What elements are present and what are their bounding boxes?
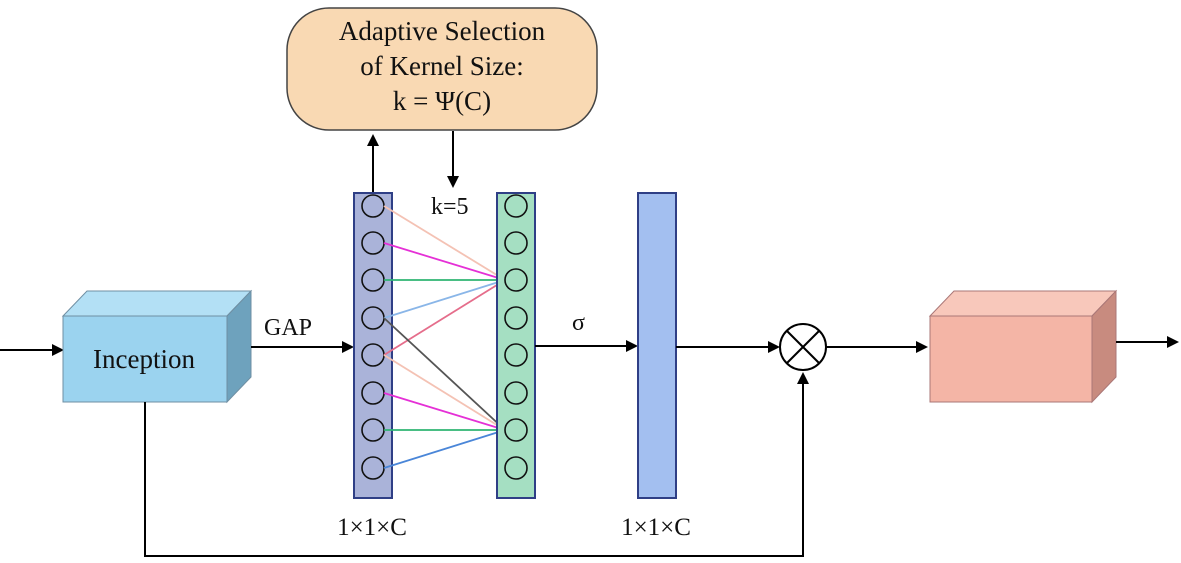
adaptive-selection-box: Adaptive Selection of Kernel Size: k = Ψ… bbox=[286, 7, 598, 131]
sigmoid-weight-bar bbox=[637, 192, 677, 499]
conv-connections bbox=[383, 205, 506, 469]
conv-connection-line bbox=[383, 392, 506, 431]
output-top-face bbox=[928, 290, 1118, 317]
conv-vector-column bbox=[496, 192, 536, 499]
conv-connection-line bbox=[383, 205, 506, 281]
gap-vector-column bbox=[353, 192, 393, 499]
output-block bbox=[928, 289, 1118, 404]
gap-label: GAP bbox=[264, 315, 312, 341]
inception-front-face bbox=[62, 315, 228, 403]
conv-connection-line bbox=[383, 317, 506, 431]
inception-label: Inception bbox=[93, 344, 195, 374]
dims-label-right: 1×1×C bbox=[621, 514, 691, 541]
conv-node bbox=[504, 306, 528, 330]
selection-line-3: k = Ψ(C) bbox=[393, 86, 491, 116]
output-front-face bbox=[929, 315, 1093, 403]
selection-line-2: of Kernel Size: bbox=[360, 51, 523, 81]
gap-vector-nodes bbox=[361, 194, 385, 480]
conv-node bbox=[504, 231, 528, 255]
conv-connection-line bbox=[383, 242, 506, 281]
conv-connection-line bbox=[383, 279, 506, 319]
conv-node bbox=[504, 456, 528, 480]
selection-line-1: Adaptive Selection bbox=[339, 16, 546, 46]
kernel-size-label: k=5 bbox=[431, 194, 469, 220]
conv-node bbox=[504, 418, 528, 442]
skip-connection-arrow bbox=[144, 372, 809, 557]
conv-node bbox=[504, 343, 528, 367]
conv-vector-nodes bbox=[504, 194, 528, 480]
conv-node bbox=[504, 268, 528, 292]
multiply-icon bbox=[779, 323, 827, 371]
inception-top-face bbox=[61, 290, 253, 317]
conv-connection-line bbox=[383, 354, 506, 431]
conv-connection-line bbox=[383, 429, 506, 469]
inception-block: Inception bbox=[61, 289, 253, 404]
selection-box-shape bbox=[286, 7, 598, 131]
conv-node bbox=[504, 381, 528, 405]
dims-label-left: 1×1×C bbox=[337, 514, 407, 541]
sigmoid-label: σ bbox=[572, 310, 585, 336]
conv-connection-line bbox=[383, 279, 506, 356]
conv-node bbox=[504, 194, 528, 218]
